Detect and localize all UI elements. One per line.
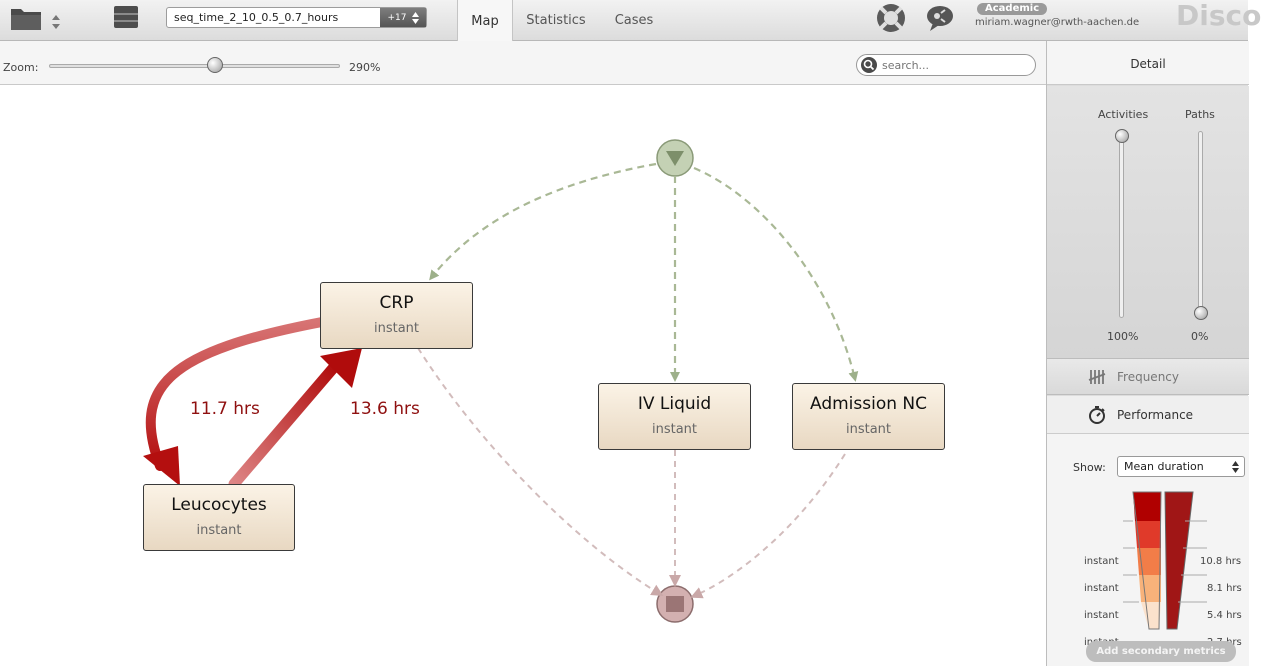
zoom-slider-thumb[interactable]: [206, 57, 223, 73]
tab-map[interactable]: Map: [457, 0, 513, 42]
search-box[interactable]: [856, 54, 1036, 76]
detail-sliders: Activities 100% Paths 0%: [1047, 86, 1249, 358]
activity-node-crp[interactable]: CRP instant: [320, 282, 473, 349]
node-title: IV Liquid: [637, 394, 712, 414]
edge-admission-end: [690, 453, 846, 599]
brand-logo: Disco: [1176, 0, 1261, 32]
tab-statistics[interactable]: Statistics: [518, 0, 594, 41]
search-input[interactable]: [882, 58, 1032, 72]
paths-slider-track[interactable]: [1198, 131, 1203, 318]
legend-left-label: instant: [1084, 556, 1119, 567]
performance-settings: Show: Mean duration instant instant inst…: [1047, 433, 1249, 666]
end-node[interactable]: [656, 585, 694, 623]
folder-icon[interactable]: [10, 5, 42, 31]
zoom-label: Zoom:: [3, 61, 39, 74]
stopwatch-icon: [1089, 405, 1105, 424]
edge-start-admission: [693, 166, 859, 382]
account-badge: Academic: [977, 3, 1048, 15]
feedback-bubble-icon[interactable]: [925, 4, 955, 32]
activity-node-leucocytes[interactable]: Leucocytes instant: [143, 484, 295, 551]
legend-right-label: 5.4 hrs: [1207, 610, 1242, 621]
frequency-mode-button[interactable]: Frequency: [1047, 358, 1249, 395]
add-secondary-metrics-button[interactable]: Add secondary metrics: [1086, 641, 1236, 662]
node-duration: instant: [373, 321, 420, 336]
zoom-bar: Zoom: 290%: [0, 41, 1046, 85]
updown-icon: [411, 11, 419, 24]
detail-panel: Detail Activities 100% Paths 0% Frequenc…: [1046, 41, 1249, 666]
show-label: Show:: [1073, 461, 1106, 474]
performance-mode-label: Performance: [1117, 407, 1194, 422]
tab-cases-label: Cases: [614, 13, 654, 28]
edge-crp-leucocytes: [145, 317, 327, 471]
edge-label-crp-leucocytes[interactable]: 11.7 hrs: [190, 399, 260, 419]
metric-select-value: Mean duration: [1124, 460, 1204, 473]
node-duration: instant: [651, 422, 698, 437]
tab-cases[interactable]: Cases: [604, 0, 664, 41]
search-icon: [861, 57, 877, 73]
edge-label-leucocytes-crp[interactable]: 13.6 hrs: [350, 399, 420, 419]
activities-slider-thumb[interactable]: [1115, 129, 1129, 143]
activities-slider-label: Activities: [1098, 108, 1149, 121]
process-map[interactable]: CRP instant Leucocytes instant IV Liquid…: [0, 86, 1046, 666]
user-email[interactable]: miriam.wagner@rwth-aachen.de: [975, 17, 1140, 28]
legend-left-label: instant: [1084, 583, 1119, 594]
node-title: Leucocytes: [171, 495, 267, 515]
node-title: Admission NC: [809, 394, 927, 414]
tally-icon: [1088, 369, 1106, 384]
activities-slider-track[interactable]: [1119, 131, 1124, 318]
activity-node-iv-liquid[interactable]: IV Liquid instant: [598, 383, 751, 450]
edge-crp-end: [417, 347, 664, 597]
select-arrows-icon: [1232, 461, 1239, 473]
activity-node-admission-nc[interactable]: Admission NC instant: [792, 383, 945, 450]
paths-slider-thumb[interactable]: [1194, 306, 1208, 320]
tab-map-label: Map: [471, 13, 499, 29]
detail-header: Detail: [1047, 41, 1249, 85]
dataset-count-text: +17: [387, 12, 407, 23]
map-edges: [143, 139, 859, 623]
node-duration: instant: [196, 523, 242, 538]
frequency-mode-label: Frequency: [1117, 369, 1179, 384]
top-toolbar: seq_time_2_10_0.5_0.7_hours +17 Map Stat…: [0, 0, 1261, 42]
legend-right-label: 10.8 hrs: [1200, 556, 1242, 567]
node-duration: instant: [845, 422, 892, 437]
paths-slider-label: Paths: [1185, 108, 1215, 121]
start-node[interactable]: [656, 139, 694, 177]
edge-leucocytes-crp: [228, 360, 341, 490]
help-lifebuoy-icon[interactable]: [875, 2, 907, 34]
performance-mode-button[interactable]: Performance: [1047, 396, 1249, 433]
dataset-icon[interactable]: [113, 4, 139, 30]
zoom-slider-track[interactable]: [49, 64, 340, 68]
activities-slider-value: 100%: [1107, 330, 1139, 343]
dataset-name: seq_time_2_10_0.5_0.7_hours: [174, 11, 339, 24]
sort-arrows-icon[interactable]: [51, 14, 61, 30]
legend-right-label: 8.1 hrs: [1207, 583, 1242, 594]
zoom-value: 290%: [349, 61, 381, 74]
edge-start-crp: [429, 162, 657, 281]
tab-statistics-label: Statistics: [526, 13, 586, 28]
metric-select[interactable]: Mean duration: [1117, 456, 1245, 477]
legend-left-label: instant: [1084, 610, 1119, 621]
dataset-count-badge[interactable]: +17: [380, 8, 426, 27]
paths-slider-value: 0%: [1191, 330, 1209, 343]
node-title: CRP: [379, 293, 414, 313]
dataset-selector[interactable]: seq_time_2_10_0.5_0.7_hours +17: [166, 7, 427, 28]
color-scale-legend: [1123, 491, 1207, 630]
